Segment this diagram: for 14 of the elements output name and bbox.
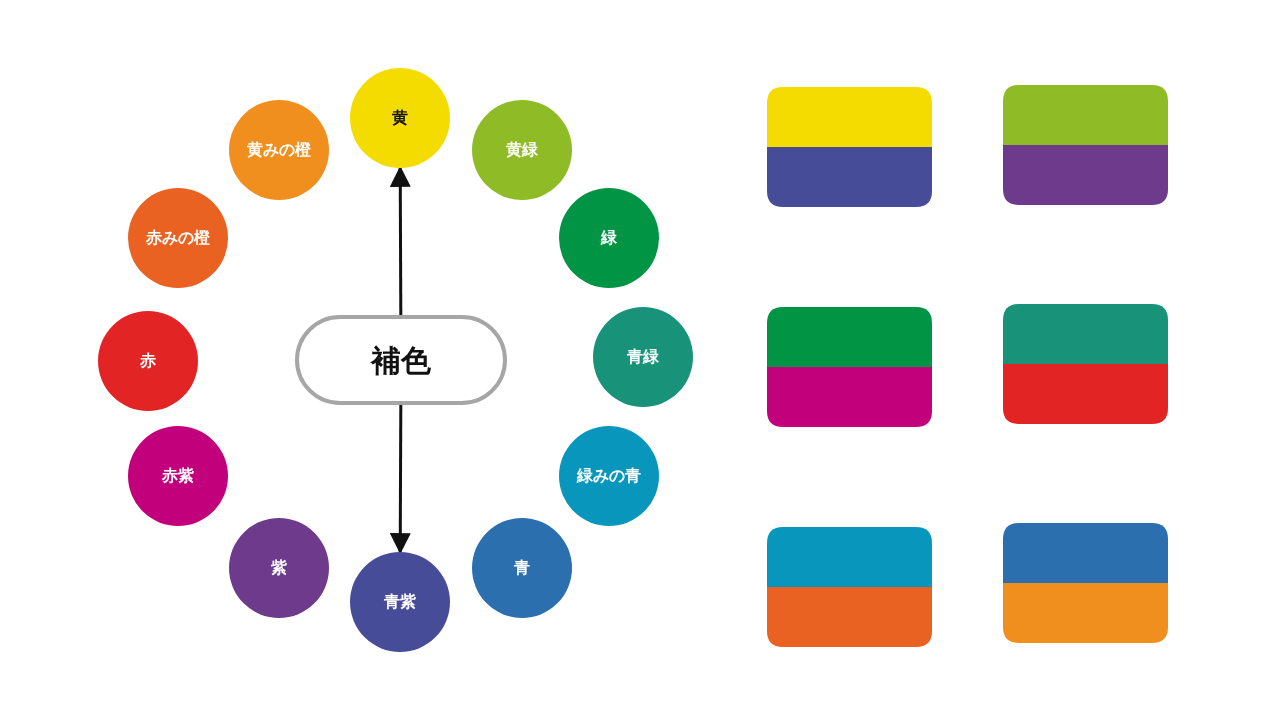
color-name: 青 [514, 557, 530, 579]
title-text: 補色 [371, 341, 431, 380]
color-name: 緑 [601, 227, 617, 249]
color-name: 黄緑 [506, 139, 538, 161]
color-name: 赤 [140, 350, 156, 372]
color-name: 青紫 [384, 591, 416, 613]
color-name: 青緑 [627, 346, 659, 368]
arrow [389, 405, 411, 555]
color-name: 赤紫 [162, 465, 194, 487]
color-name: 紫 [271, 557, 287, 579]
color-name: 赤みの橙 [146, 227, 210, 249]
color-name: 緑みの青 [577, 465, 641, 487]
color-name: 黄 [392, 107, 408, 129]
color-name: 黄みの橙 [247, 139, 311, 161]
